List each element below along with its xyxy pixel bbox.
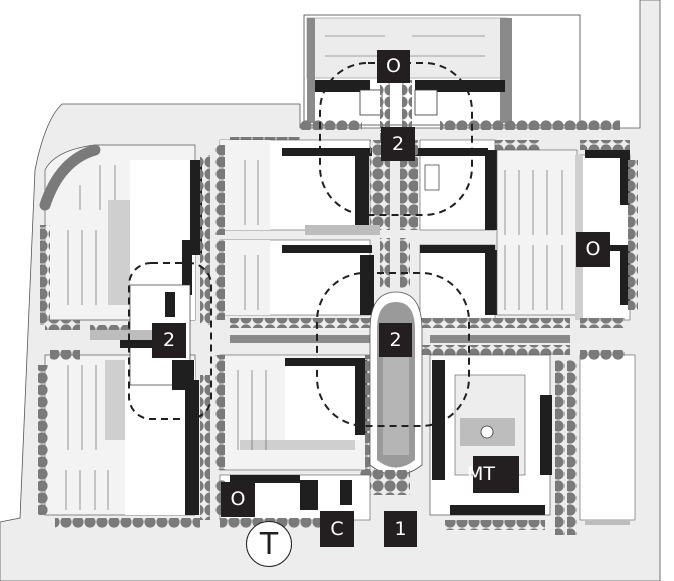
block-north-office [303,14,581,128]
focus-area-left [128,262,212,420]
label-c: C [320,511,354,547]
transit-stop-marker: T [246,521,292,567]
block-central-east-north [408,139,497,231]
block-central-east-mid [410,244,570,355]
label-2-center: 2 [379,323,412,357]
label-2-left: 2 [152,323,186,358]
label-office-top: O [377,50,410,83]
block-west-north [39,144,210,335]
label-office-bottom: O [221,482,255,517]
label-1: 1 [384,511,417,547]
label-office-right: O [576,232,610,267]
block-southeast [579,350,636,525]
label-mt: MT [467,456,519,493]
block-west-south [38,284,210,528]
block-central-west-mid [215,239,375,343]
block-east-parking [496,149,578,316]
block-central-west-north [215,139,380,235]
block-central-west-south [215,354,375,475]
label-2-top: 2 [381,127,415,161]
block-market [429,354,577,535]
focus-area-center [316,272,470,427]
